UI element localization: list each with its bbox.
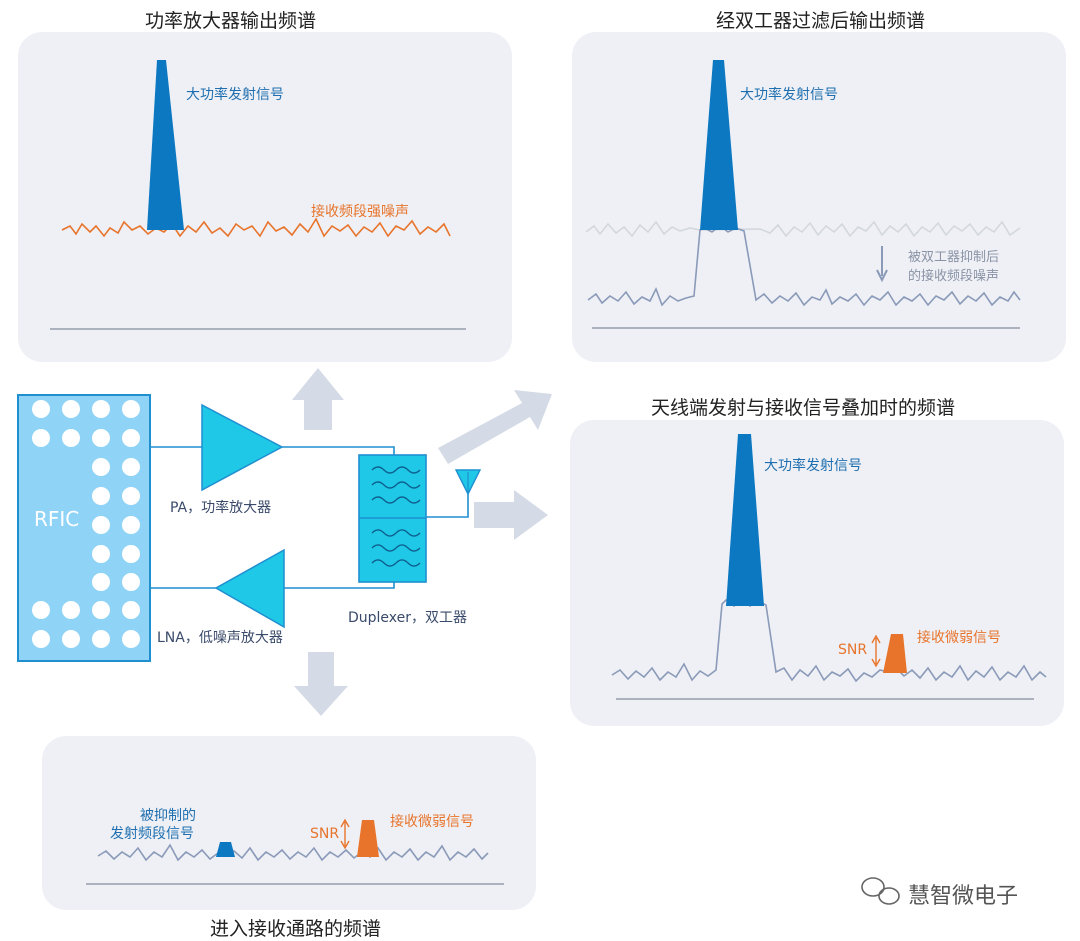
suppressed-tx-label-line1: 被抑制的 xyxy=(140,808,196,824)
antenna-snr-label: SNR xyxy=(838,642,868,658)
diagonal-arrow xyxy=(438,390,552,464)
rfic-label: RFIC xyxy=(34,507,80,531)
antenna-tx-peak xyxy=(726,434,764,606)
antenna-rx-peak xyxy=(883,634,907,673)
pa-output-tx-label: 大功率发射信号 xyxy=(186,87,284,103)
lna-amplifier-icon xyxy=(214,548,285,629)
receive-path-rx-label: 接收微弱信号 xyxy=(390,814,474,830)
wechat-icon xyxy=(861,877,900,905)
antenna-tx-label: 大功率发射信号 xyxy=(764,458,862,474)
receive-path-rx-peak xyxy=(357,820,379,857)
suppressed-noise-label-line1: 被双工器抑制后 xyxy=(908,250,1000,265)
duplexer-filtered-tx-peak xyxy=(700,60,738,230)
receive-path-snr-arrow xyxy=(340,818,350,850)
lna-label: LNA，低噪声放大器 xyxy=(157,630,283,646)
signal-wires xyxy=(150,446,469,589)
duplexer-label: Duplexer，双工器 xyxy=(348,610,468,626)
pa-output-noise-line xyxy=(61,217,451,238)
pa-output-title: 功率放大器输出频谱 xyxy=(145,10,317,32)
antenna-noise-line xyxy=(611,598,1047,683)
panel-pa-output xyxy=(18,32,512,362)
right-arrow xyxy=(474,490,548,540)
suppression-arrow xyxy=(876,246,888,283)
antenna-rx-label: 接收微弱信号 xyxy=(917,630,1001,646)
suppressed-noise-line xyxy=(587,225,1021,307)
receive-path-noise-line xyxy=(97,843,489,862)
watermark-text: 慧智微电子 xyxy=(908,884,1019,909)
duplexer-icon xyxy=(358,454,427,583)
antenna-icon xyxy=(454,469,482,496)
suppressed-tx-bump xyxy=(216,842,235,857)
receive-path-title: 进入接收通路的频谱 xyxy=(210,918,382,940)
duplexer-filtered-tx-label: 大功率发射信号 xyxy=(740,87,838,103)
pa-output-tx-peak xyxy=(147,60,184,230)
faded-original-noise xyxy=(585,220,1021,238)
receive-path-snr-label: SNR xyxy=(310,826,340,842)
pa-output-noise-label: 接收频段强噪声 xyxy=(311,204,409,220)
duplexer-filtered-title: 经双工器过滤后输出频谱 xyxy=(716,10,926,32)
panel-duplexer-filtered xyxy=(572,32,1066,362)
antenna-snr-arrow xyxy=(871,634,881,668)
pa-amplifier-icon xyxy=(201,403,284,492)
down-arrow xyxy=(294,652,348,716)
panel-receive-path xyxy=(42,736,536,910)
antenna-title: 天线端发射与接收信号叠加时的频谱 xyxy=(651,397,956,419)
pa-label: PA，功率放大器 xyxy=(170,500,272,516)
rfic-pins xyxy=(32,400,140,648)
suppressed-noise-label-line2: 的接收频段噪声 xyxy=(908,269,1000,284)
suppressed-tx-label-line2: 发射频段信号 xyxy=(110,826,194,842)
up-arrow xyxy=(292,368,344,430)
